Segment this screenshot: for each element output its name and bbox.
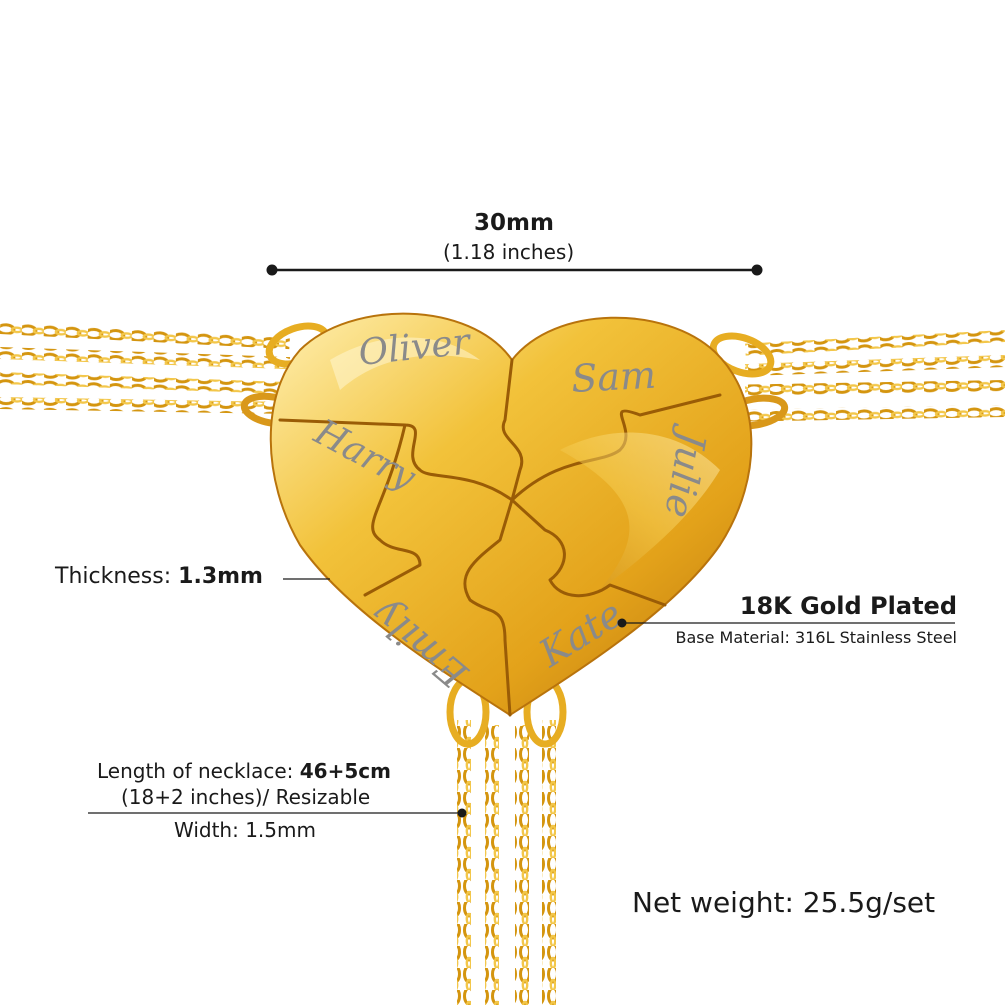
dimension-imperial: (1.18 inches): [443, 240, 575, 264]
dimension-value: 30mm: [474, 210, 554, 236]
base-material: Base Material: 316L Stainless Steel: [675, 628, 958, 647]
right-chains: [744, 330, 1005, 422]
annotation-lines: [88, 264, 955, 818]
net-weight: Net weight: 25.5g/set: [632, 886, 936, 919]
plating-title: 18K Gold Plated: [739, 592, 957, 620]
thickness-value: 1.3mm: [178, 564, 263, 589]
necklace-length-label: Length of necklace:: [97, 759, 294, 783]
thickness-label: Thickness: 1.3mm: [55, 564, 263, 589]
thickness-label-text: Thickness:: [55, 564, 172, 589]
chain-width: Width: 1.5mm: [174, 818, 316, 842]
engraved-name: Sam: [570, 353, 657, 401]
necklace-length-imperial: (18+2 inches)/ Resizable: [121, 785, 371, 809]
bottom-chains: [457, 720, 556, 1005]
left-chains: [0, 322, 291, 415]
necklace-length-value: 46+5cm: [299, 759, 391, 783]
necklace-length: Length of necklace: 46+5cm: [97, 759, 391, 783]
heart-pendant: Oliver Sam Harry Julie Emily Kate: [269, 312, 753, 717]
